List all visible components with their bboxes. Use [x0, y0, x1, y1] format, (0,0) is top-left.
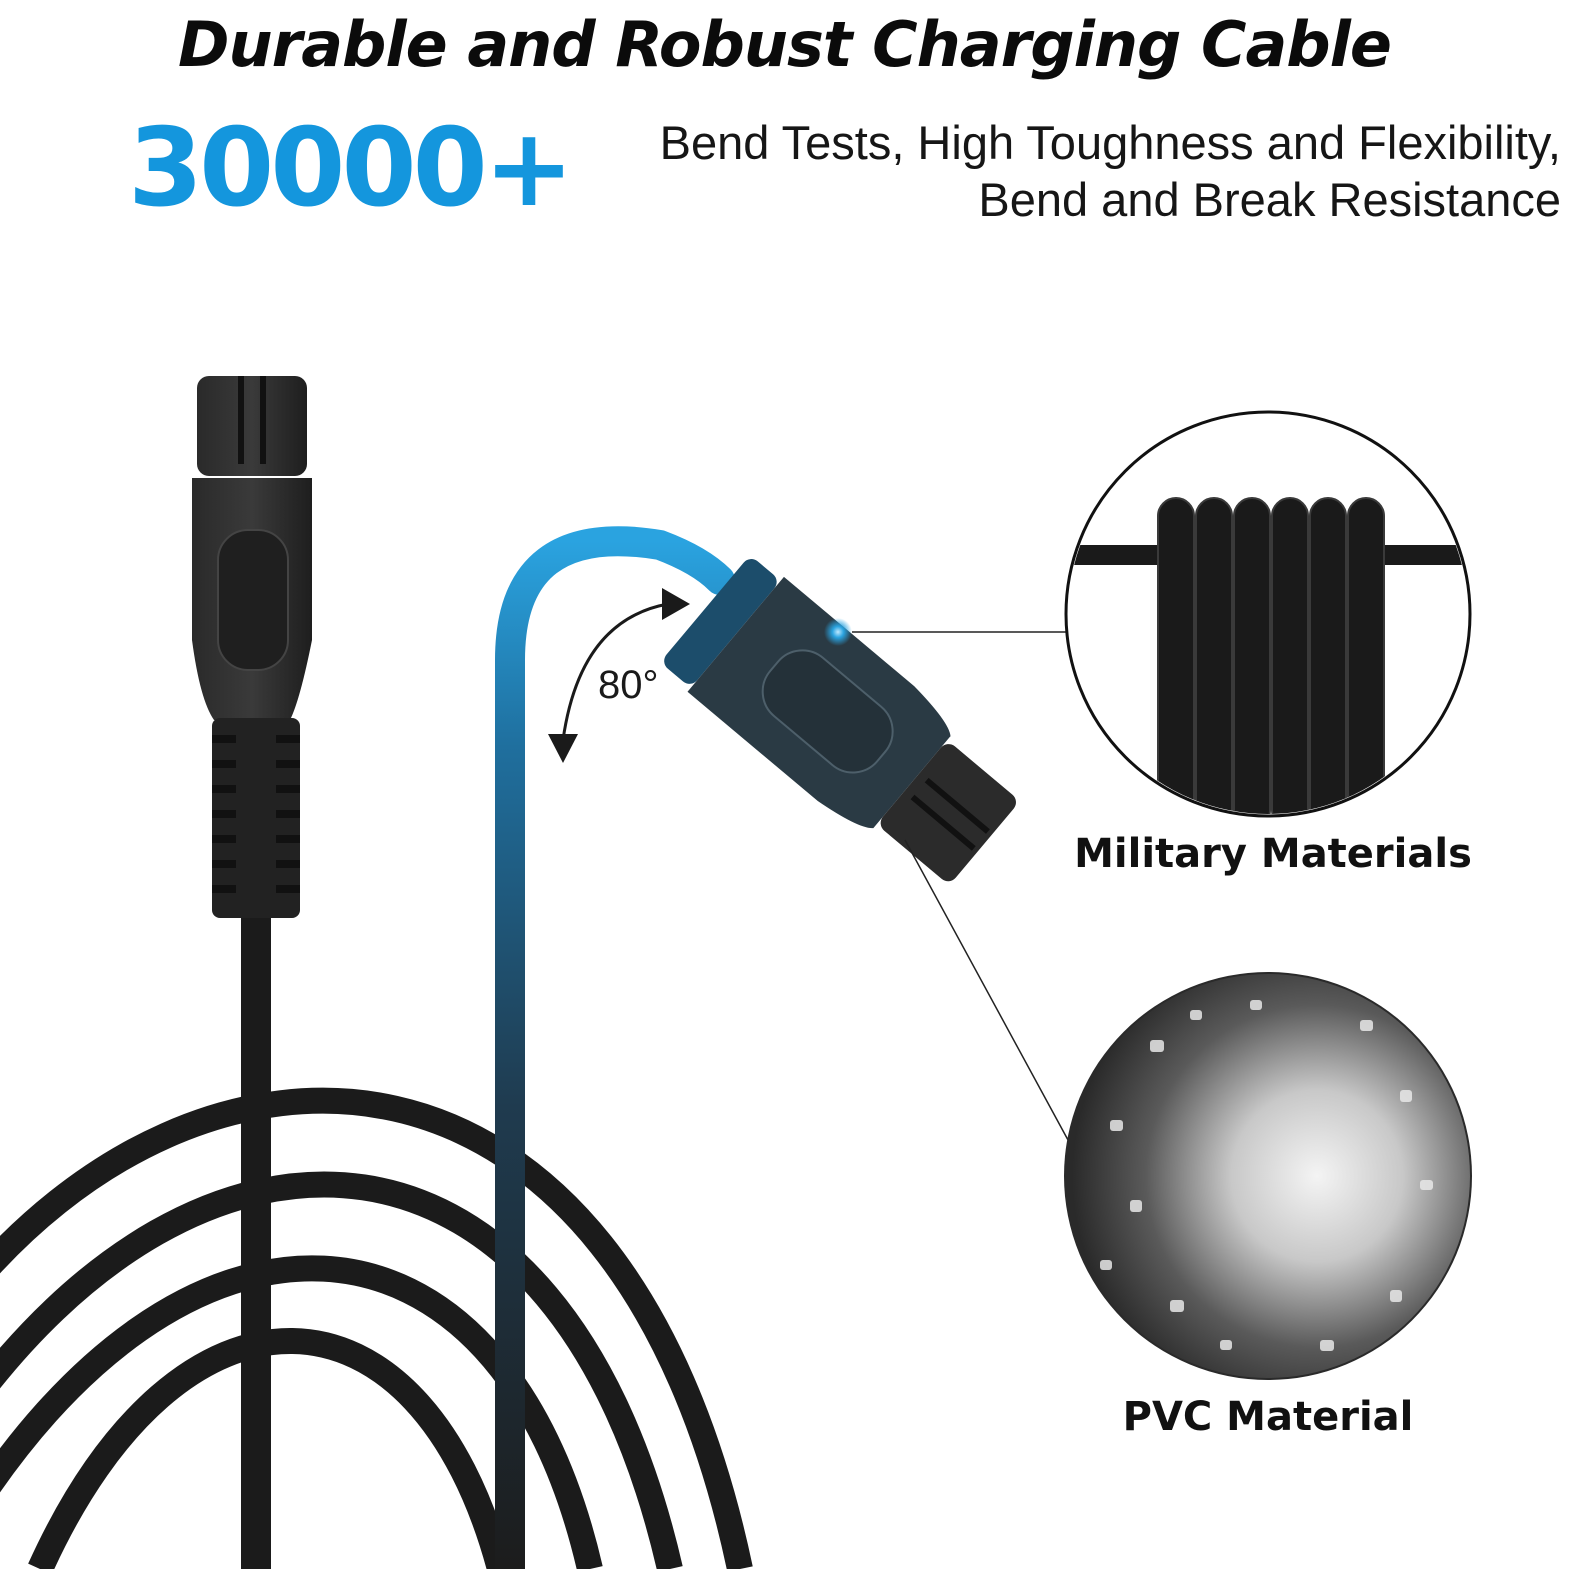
military-materials-label: Military Materials	[1074, 831, 1472, 877]
bend-test-description-line-1: Bend Tests, High Toughness and Flexibili…	[659, 116, 1561, 169]
pvc-material-image	[1064, 972, 1472, 1380]
bend-angle-label: 80°	[598, 663, 659, 707]
bend-test-count: 30000+	[128, 106, 574, 231]
straight-connector	[192, 376, 312, 918]
military-materials-image	[1064, 410, 1472, 818]
bend-test-description: Bend Tests, High Toughness and Flexibili…	[561, 114, 1561, 228]
bend-test-description-line-2: Bend and Break Resistance	[978, 173, 1561, 226]
callout-line-pvc	[904, 839, 1069, 1141]
bend-angle-arrow	[548, 588, 690, 763]
cable-coils	[0, 1087, 753, 1569]
bent-connector	[664, 559, 1016, 882]
straight-cable	[241, 900, 271, 1569]
headline: Durable and Robust Charging Cable	[178, 8, 1392, 81]
highlight-glow	[824, 618, 852, 646]
bent-cable	[495, 526, 735, 1569]
pvc-material-label: PVC Material	[1122, 1394, 1414, 1440]
